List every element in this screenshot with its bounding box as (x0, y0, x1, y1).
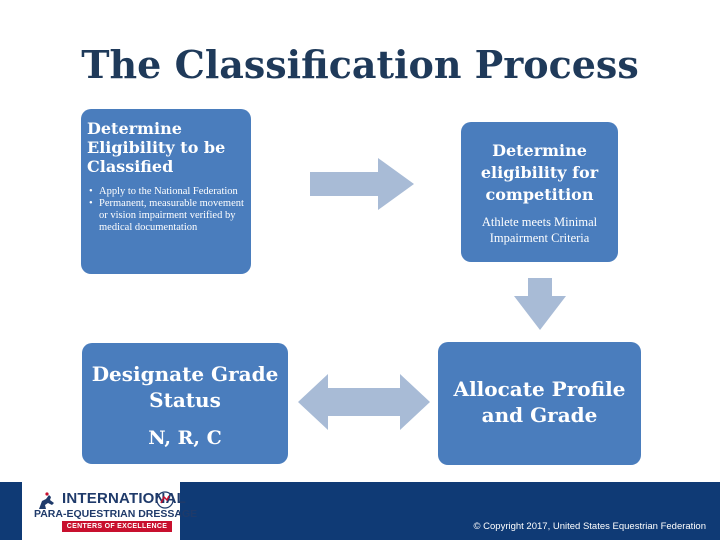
double-arrow (298, 374, 430, 430)
right-arrow (310, 158, 414, 210)
eligibility-classified-heading: Determine Eligibility to be Classified (87, 119, 226, 176)
eligibility-competition-heading: Determine eligibility for competition (480, 141, 599, 204)
copyright-text: © Copyright 2017, United States Equestri… (473, 521, 707, 532)
grade-status-box: Designate Grade Status N, R, C (82, 343, 288, 464)
logo-line1: INTERNATIONAL (62, 490, 186, 507)
eligibility-classified-bullets: Apply to the National Federation Permane… (87, 186, 245, 234)
grade-status-heading: Designate Grade Status (91, 362, 279, 412)
down-arrow (514, 278, 566, 330)
horse-rider-icon (36, 491, 58, 513)
eligibility-classified-box: Determine Eligibility to be Classified A… (81, 109, 251, 274)
logo-line3: CENTERS OF EXCELLENCE (62, 521, 172, 532)
logo-line2: PARA-EQUESTRIAN DRESSAGE (34, 508, 198, 520)
logo: INTERNATIONAL PARA-EQUESTRIAN DRESSAGE C… (22, 482, 197, 540)
bullet-item: Apply to the National Federation (89, 186, 245, 198)
eligibility-competition-subtext: Athlete meets Minimal Impairment Criteri… (481, 215, 598, 245)
slide-title: The Classification Process (81, 42, 639, 87)
profile-grade-box: Allocate Profile and Grade (438, 342, 641, 465)
flag-icon (156, 491, 174, 509)
bullet-item: Permanent, measurable movement or vision… (89, 198, 245, 234)
eligibility-competition-box: Determine eligibility for competition At… (461, 122, 618, 262)
profile-grade-heading: Allocate Profile and Grade (453, 377, 626, 427)
grade-status-subtext: N, R, C (148, 427, 222, 449)
